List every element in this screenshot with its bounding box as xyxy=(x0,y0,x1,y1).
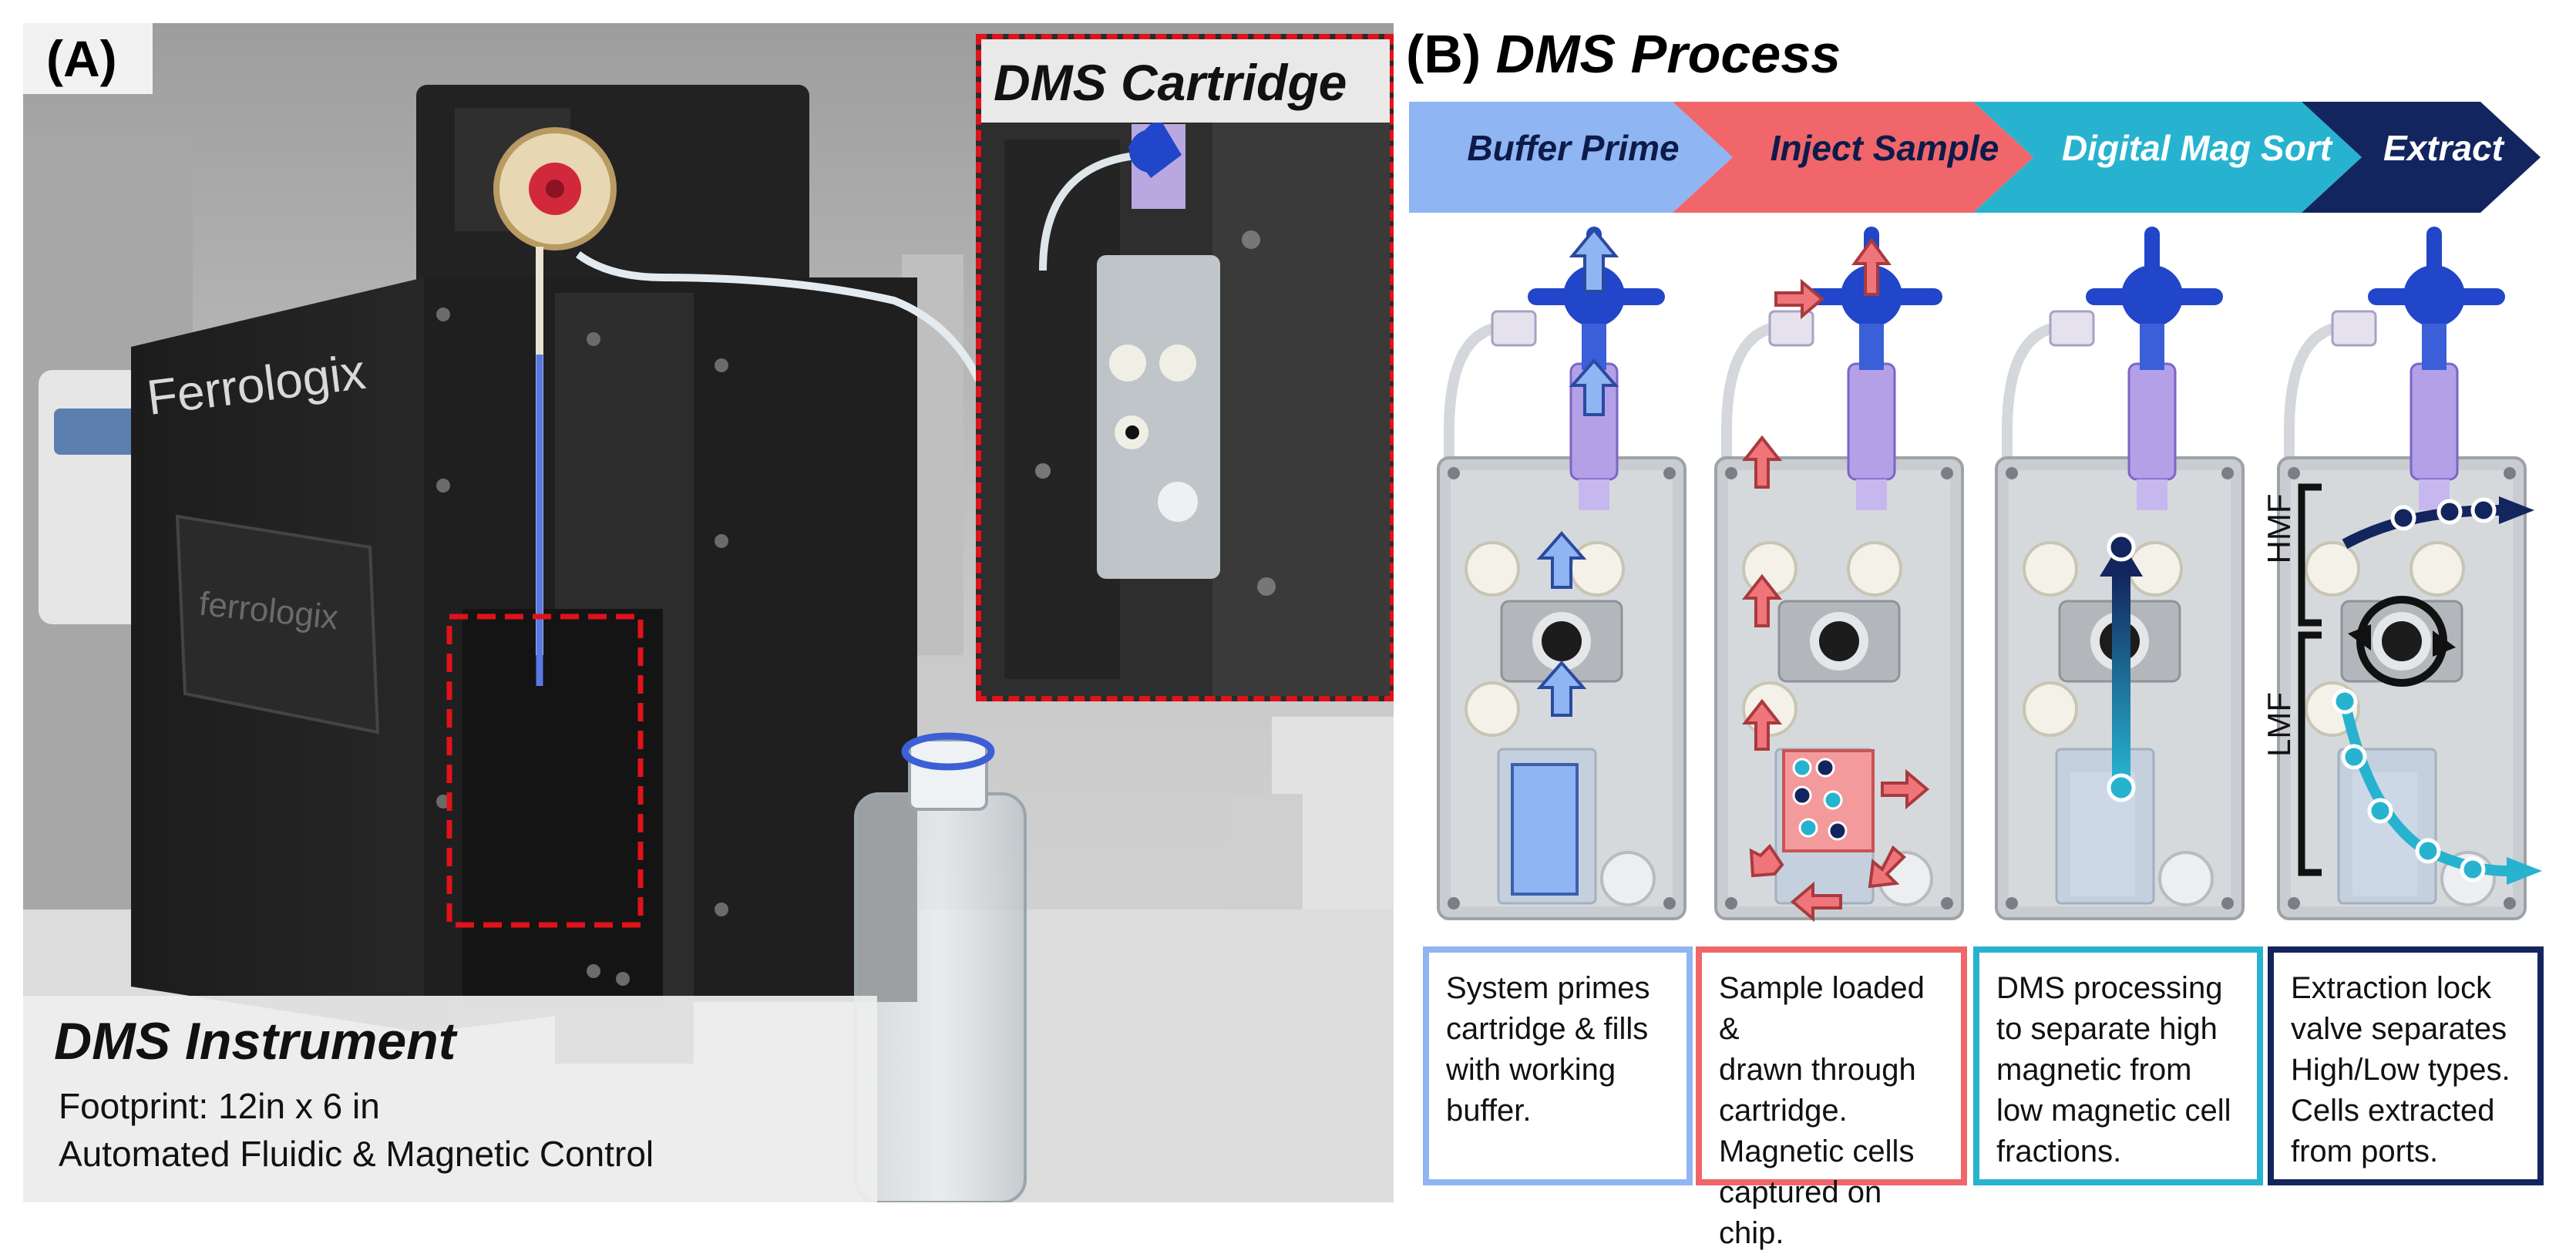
hmf-bracket xyxy=(2298,483,2322,627)
lmf-extraction-path xyxy=(2332,688,2542,885)
inset-title: DMS Cartridge xyxy=(994,54,1347,111)
step-label-buffer-prime: Buffer Prime xyxy=(1467,128,1680,168)
process-chevron-banner xyxy=(1409,102,2541,213)
cartridge-extract xyxy=(2268,225,2542,934)
lmf-label: LMF xyxy=(2261,692,2297,757)
desc-text-extract: Extraction lock valve separates High/Low… xyxy=(2291,971,2510,1168)
chevron-buffer-prime xyxy=(1409,102,1733,213)
desc-text-buffer-prime: System primes cartridge & fills with wor… xyxy=(1446,971,1650,1128)
desc-box-inject-sample: Sample loaded & drawn through cartridge.… xyxy=(1696,946,1967,1250)
hmf-label: HMF xyxy=(2261,493,2297,564)
panel-a-label: (A) xyxy=(46,30,117,87)
buffer-fill-chip xyxy=(1511,763,1579,896)
lmf-bracket xyxy=(2298,631,2322,876)
buffer-flow-arrows xyxy=(1536,227,1619,717)
instrument-photo-panel: (A) Ferrologix ferrologix DMS Cartridge … xyxy=(23,23,1394,1202)
panel-b-label: (B) xyxy=(1406,24,1481,84)
panel-b-title: DMS Process xyxy=(1495,24,1841,84)
chevron-digital-mag-sort xyxy=(1973,102,2362,213)
caption-background xyxy=(23,996,877,1202)
step-label-extract: Extract xyxy=(2383,128,2504,168)
cartridge-buffer-prime xyxy=(1428,225,1696,934)
hmf-extraction-path xyxy=(2342,496,2534,550)
panel-b-heading: (B) DMS Process xyxy=(1406,23,1841,85)
instrument-caption-title: DMS Instrument xyxy=(54,1012,456,1071)
desc-box-digital-mag-sort: DMS processing to separate high magnetic… xyxy=(1973,946,2263,1185)
desc-box-buffer-prime: System primes cartridge & fills with wor… xyxy=(1423,946,1693,1185)
desc-box-extract: Extraction lock valve separates High/Low… xyxy=(2268,946,2544,1185)
cartridge-inject-sample xyxy=(1705,225,1973,934)
sample-flow-arrows xyxy=(1741,237,1930,923)
inset-title-background xyxy=(981,39,1390,123)
magnetic-sort-arrow xyxy=(2100,533,2143,802)
panel-label-background xyxy=(23,23,153,94)
lock-valve-rotation-icon xyxy=(2348,596,2456,687)
instrument-feature: Automated Fluidic & Magnetic Control xyxy=(59,1134,654,1174)
step-label-inject-sample: Inject Sample xyxy=(1770,128,1999,168)
chevron-inject-sample xyxy=(1673,102,2033,213)
cartridge-digital-mag-sort xyxy=(1986,225,2254,934)
instrument-footprint: Footprint: 12in x 6 in xyxy=(59,1086,380,1126)
sample-cells xyxy=(1792,758,1848,841)
step-label-digital-mag-sort: Digital Mag Sort xyxy=(2061,128,2332,168)
chevron-extract xyxy=(2302,102,2541,213)
desc-text-digital-mag-sort: DMS processing to separate high magnetic… xyxy=(1996,971,2231,1168)
cartridge-inset: DMS Cartridge xyxy=(976,34,1394,701)
desc-text-inject-sample: Sample loaded & drawn through cartridge.… xyxy=(1719,971,1925,1250)
cartridge-inset-photo xyxy=(981,39,1390,696)
